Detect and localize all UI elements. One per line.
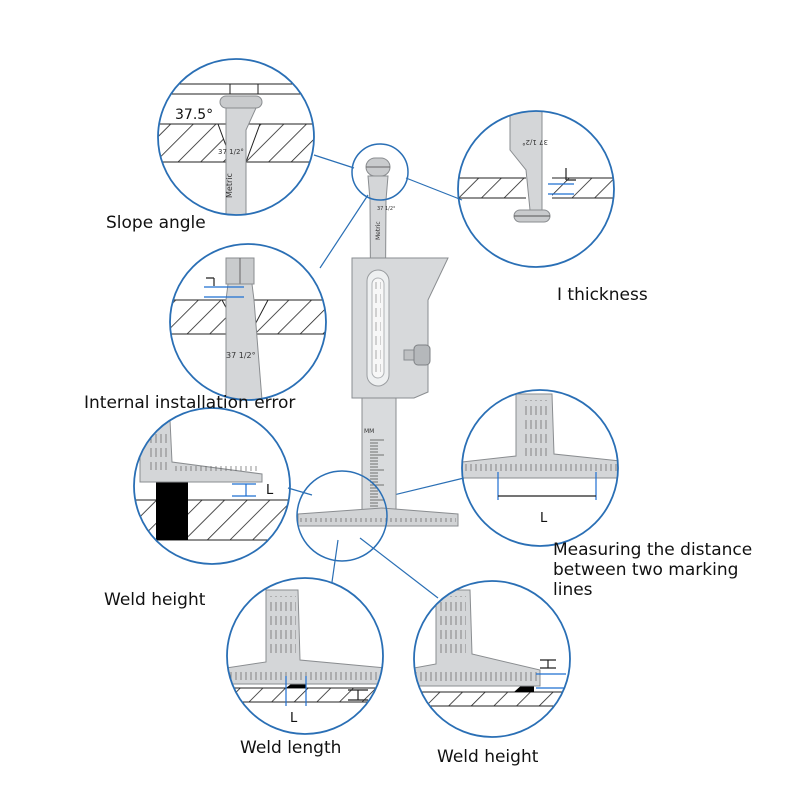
- caption-weld-height-bottom: Weld height: [437, 747, 539, 767]
- detail-slope-angle: Metric 37 1/2° 37.5°: [157, 58, 315, 216]
- gauge-metric-mark: Metric: [375, 221, 382, 240]
- detail-weld-length: L: [226, 577, 384, 735]
- gauge-mm-mark: MM: [364, 428, 374, 435]
- detail-weld-height-left: L: [133, 407, 291, 565]
- caption-i-thickness: I thickness: [557, 285, 648, 305]
- detail-marking-lines: L: [461, 389, 619, 547]
- weld-length-dim: L: [290, 711, 298, 726]
- svg-text:37 1/2°: 37 1/2°: [522, 138, 548, 146]
- marking-lines-dim: L: [540, 511, 548, 526]
- weld-gauge-tool: 37 1/2° Metric MM: [297, 157, 459, 527]
- detail-weld-height-bottom: [413, 580, 571, 738]
- svg-text:37 1/2°: 37 1/2°: [226, 351, 256, 360]
- caption-weld-height-left: Weld height: [104, 590, 206, 610]
- gauge-angle-mark: 37 1/2°: [377, 206, 396, 212]
- caption-slope-angle: Slope angle: [106, 213, 206, 233]
- caption-internal-installation-error: Internal installation error: [84, 393, 296, 413]
- detail-internal-installation-error: 37 1/2°: [169, 243, 327, 401]
- caption-weld-length: Weld length: [240, 738, 342, 758]
- svg-text:Metric: Metric: [225, 173, 234, 198]
- zoom-marker-base: [296, 470, 388, 562]
- zoom-marker-top: [351, 143, 409, 201]
- detail-i-thickness: 37 1/2°: [457, 110, 615, 268]
- angle-value: 37.5°: [175, 107, 213, 123]
- caption-measuring-marking-lines: Measuring the distance between two marki…: [553, 540, 753, 600]
- svg-text:37 1/2°: 37 1/2°: [218, 148, 244, 156]
- weld-height-dim-left: L: [266, 483, 274, 498]
